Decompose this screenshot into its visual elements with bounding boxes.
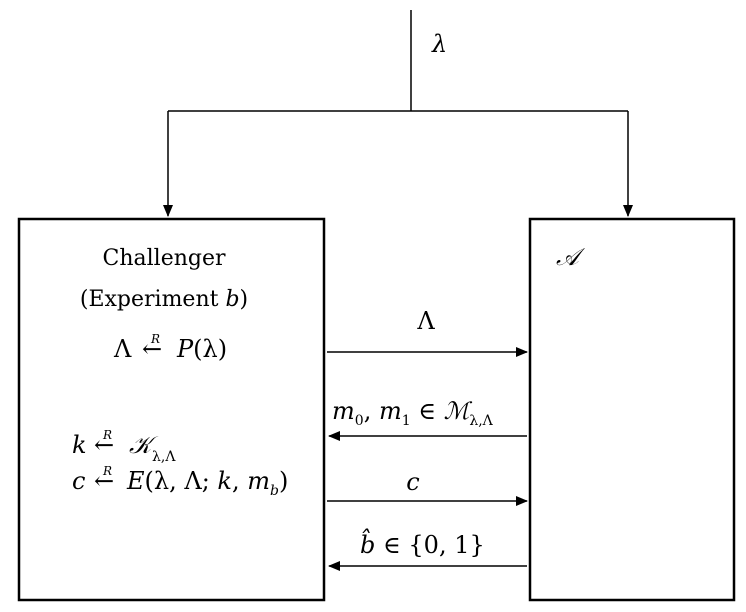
svg-text:R: R [102, 464, 112, 478]
msg-ciphertext-label: c [406, 468, 419, 496]
challenger-title: Challenger [103, 246, 226, 271]
svg-text:←: ← [94, 467, 114, 495]
param-gen-statement: Λ ← R P(λ) [113, 332, 227, 363]
adversary-box [528, 217, 736, 602]
svg-text:Λ: Λ [113, 335, 132, 363]
msg-m0m1-label: m0, m1 ∈ ℳλ,Λ [332, 397, 494, 429]
challenger-box [17, 217, 326, 602]
encrypt-statement: c ← R E(λ, Λ; k, mb) [72, 464, 288, 499]
key-gen-statement: k ← R 𝒦 λ,Λ [72, 428, 176, 465]
input-lambda-label: λ [431, 30, 447, 58]
msg-guess-label: b̂ ∈ {0, 1} [360, 528, 485, 559]
svg-text:E(λ, Λ; k, mb): E(λ, Λ; k, mb) [126, 467, 288, 499]
msg-lambda-label: Λ [416, 307, 435, 335]
svg-text:←: ← [142, 335, 162, 363]
svg-text:k: k [72, 431, 87, 459]
svg-text:P(λ): P(λ) [176, 335, 227, 363]
svg-text:c: c [72, 467, 85, 495]
svg-text:R: R [102, 428, 112, 442]
svg-text:R: R [150, 332, 160, 346]
challenger-subtitle: (Experiment b) [80, 287, 248, 312]
adversary-label: 𝒜 [556, 243, 586, 271]
svg-text:←: ← [94, 431, 114, 459]
svg-text:λ,Λ: λ,Λ [152, 449, 176, 465]
